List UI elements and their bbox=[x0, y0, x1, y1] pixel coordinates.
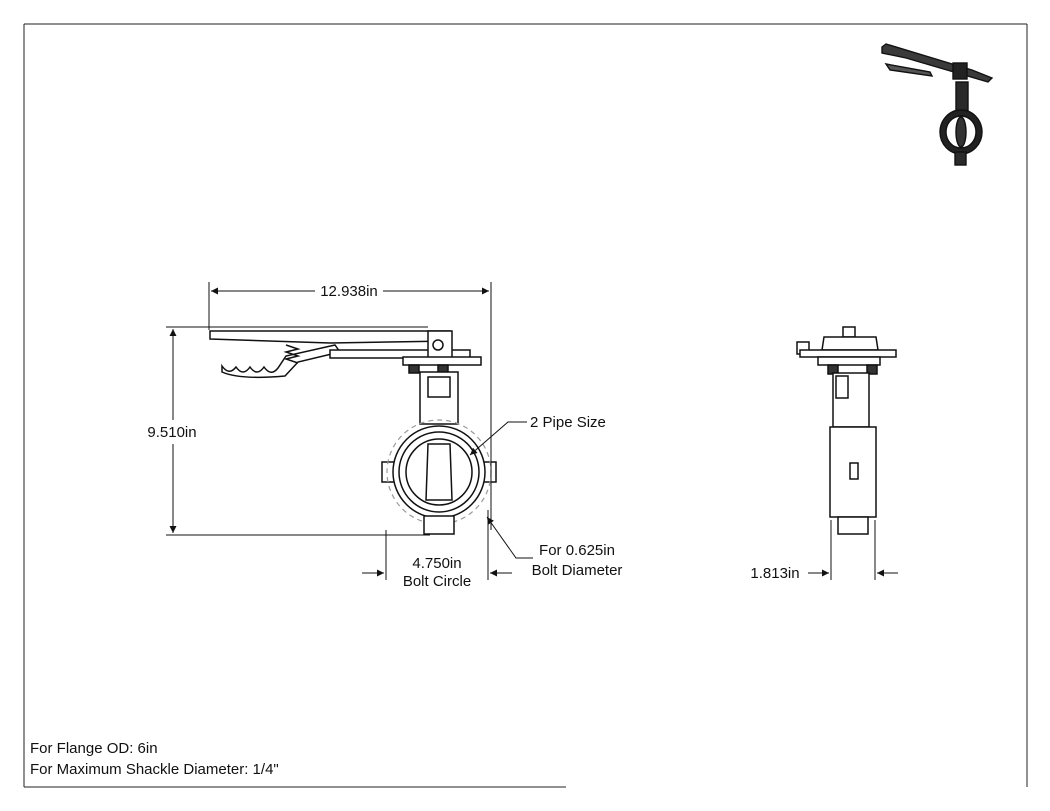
drawing-border bbox=[23, 23, 1028, 788]
spring bbox=[283, 344, 301, 364]
isometric-view bbox=[881, 43, 994, 166]
side-view bbox=[796, 326, 897, 535]
bolt-diameter-value: For 0.625in bbox=[539, 542, 615, 559]
front-dimensions bbox=[166, 282, 533, 580]
bolt-circle-label: Bolt Circle bbox=[403, 573, 471, 590]
note-shackle: For Maximum Shackle Diameter: 1/4" bbox=[30, 761, 279, 778]
side-body-slot bbox=[849, 462, 859, 480]
handle-bar bbox=[209, 330, 451, 344]
neck-window bbox=[427, 376, 451, 398]
pipe-size-label: 2 Pipe Size bbox=[530, 414, 606, 431]
lever-grip bbox=[221, 344, 342, 379]
body-width-label: 1.813in bbox=[750, 565, 799, 582]
note-flange-od: For Flange OD: 6in bbox=[30, 740, 158, 757]
side-bottom-stem bbox=[837, 516, 869, 535]
bolt-diameter-label: Bolt Diameter bbox=[532, 562, 623, 579]
bottom-stem bbox=[423, 515, 455, 535]
side-neck bbox=[832, 372, 870, 428]
top-plate bbox=[402, 356, 482, 366]
side-dimensions bbox=[808, 520, 898, 580]
overall-length-label: 12.938in bbox=[320, 283, 378, 300]
bolt-circle-value: 4.750in bbox=[412, 555, 461, 572]
side-top-plate bbox=[799, 349, 897, 358]
front-view bbox=[209, 330, 497, 535]
disc bbox=[425, 443, 453, 501]
handle-pin bbox=[432, 339, 444, 351]
overall-height-label: 9.510in bbox=[147, 424, 196, 441]
